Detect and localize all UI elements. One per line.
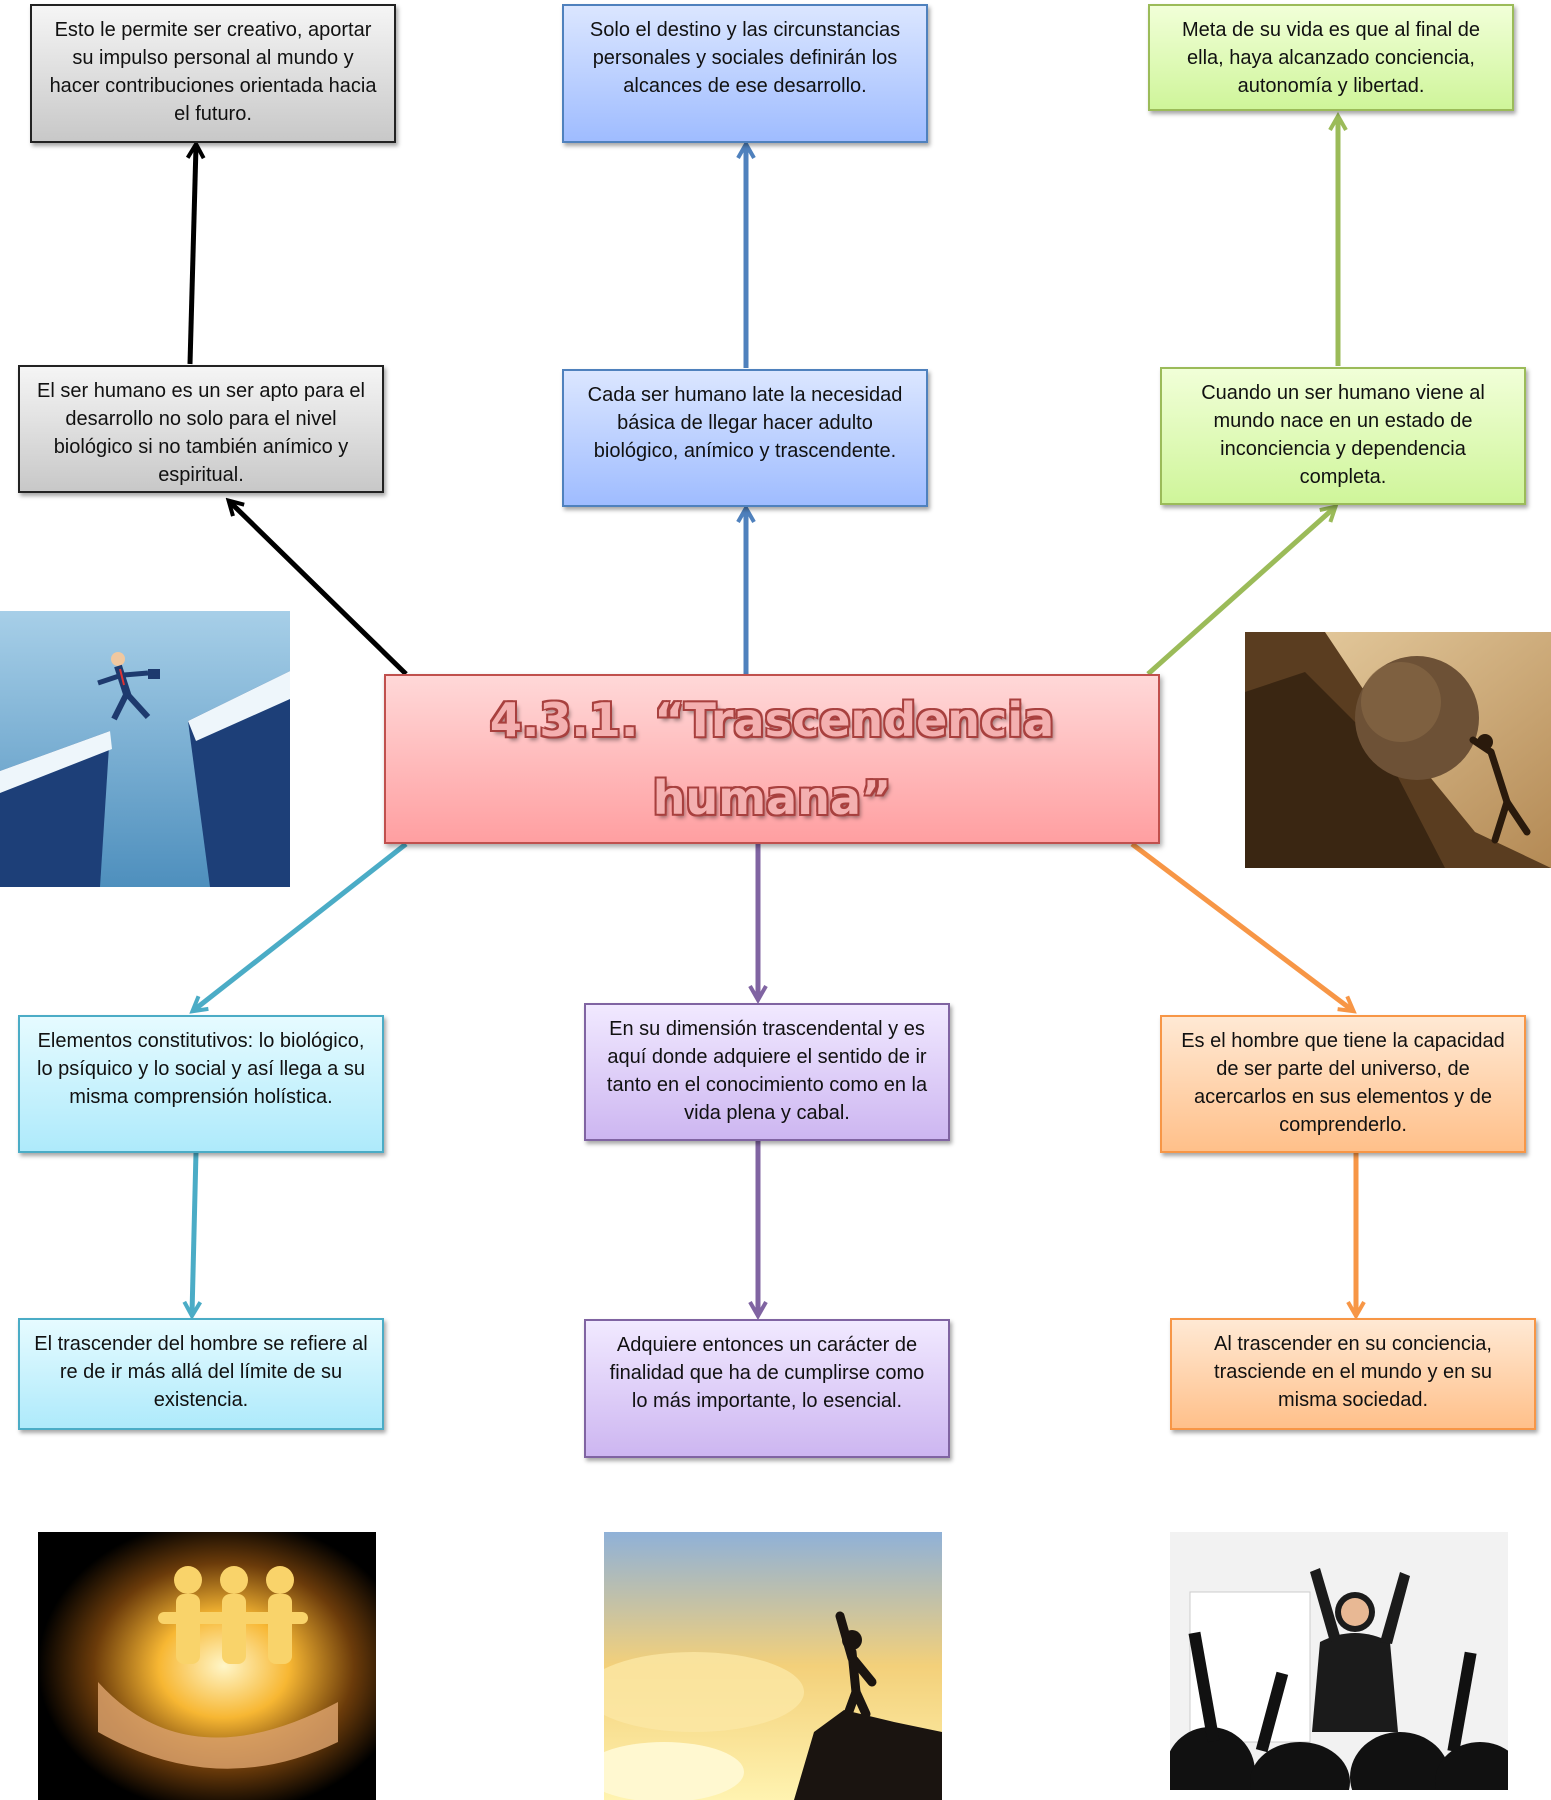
summit-silhouette-image <box>604 1532 942 1800</box>
central-topic: 4.3.1. “Trascendencia humana” <box>384 674 1160 844</box>
arrow-mid-left-to-top-left <box>190 146 196 365</box>
node-top-right: Meta de su vida es que al final de ella,… <box>1148 4 1514 111</box>
node-text: El trascender del hombre se refiere al r… <box>34 1333 368 1411</box>
node-text: Cada ser humano late la necesidad básica… <box>587 384 903 462</box>
node-text: Solo el destino y las circunstancias per… <box>589 19 901 97</box>
sisyphus-boulder-image <box>1245 632 1551 868</box>
node-text: Cuando un ser humano viene al mundo nace… <box>1201 382 1485 488</box>
celebrating-team-image <box>1170 1532 1508 1790</box>
node-low-center: En su dimensión trascendental y es aquí … <box>584 1003 950 1141</box>
node-mid-left: El ser humano es un ser apto para el des… <box>18 365 384 493</box>
node-top-center: Solo el destino y las circunstancias per… <box>562 4 928 143</box>
node-bottom-right: Al trascender en su conciencia, trascien… <box>1170 1318 1536 1430</box>
node-text: Adquiere entonces un carácter de finalid… <box>609 1334 925 1412</box>
arrow-low-left-to-bottom-left <box>192 1151 196 1314</box>
arrow-center-to-mid-right <box>1146 508 1334 676</box>
node-text: El ser humano es un ser apto para el des… <box>37 380 365 486</box>
node-text: Es el hombre que tiene la capacidad de s… <box>1181 1030 1505 1136</box>
node-low-left: Elementos constitutivos: lo biológico, l… <box>18 1015 384 1153</box>
node-mid-right: Cuando un ser humano viene al mundo nace… <box>1160 367 1526 505</box>
node-text: Esto le permite ser creativo, aportar su… <box>49 19 377 125</box>
node-text: En su dimensión trascendental y es aquí … <box>606 1018 928 1124</box>
node-text: Meta de su vida es que al final de ella,… <box>1182 19 1480 97</box>
node-text: Al trascender en su conciencia, trascien… <box>1214 1333 1492 1411</box>
businessman-leap-illustration <box>0 611 290 887</box>
node-low-right: Es el hombre que tiene la capacidad de s… <box>1160 1015 1526 1153</box>
arrow-center-to-low-left <box>194 842 408 1010</box>
node-mid-center: Cada ser humano late la necesidad básica… <box>562 369 928 507</box>
central-topic-title: 4.3.1. “Trascendencia humana” <box>489 693 1055 825</box>
node-text: Elementos constitutivos: lo biológico, l… <box>37 1030 365 1108</box>
hands-paper-people-image <box>38 1532 376 1800</box>
arrow-center-to-low-right <box>1130 842 1352 1010</box>
node-bottom-center: Adquiere entonces un carácter de finalid… <box>584 1319 950 1458</box>
node-top-left: Esto le permite ser creativo, aportar su… <box>30 4 396 143</box>
node-bottom-left: El trascender del hombre se refiere al r… <box>18 1318 384 1430</box>
arrow-center-to-mid-left <box>230 502 408 676</box>
